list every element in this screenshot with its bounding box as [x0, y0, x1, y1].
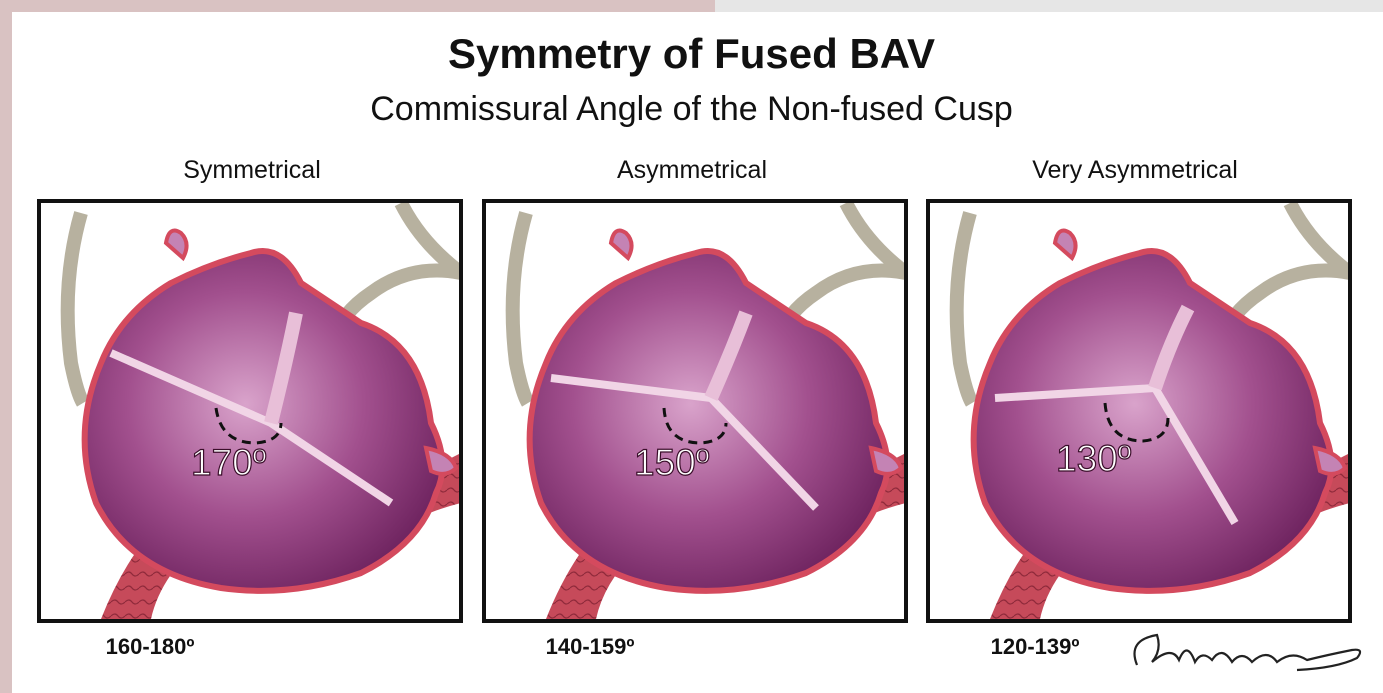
artist-signature — [1127, 620, 1367, 680]
range-asymmetrical: 140-159º — [440, 634, 740, 660]
valve-illustration-symmetrical: 170º — [41, 203, 459, 619]
panel-label-very-asymmetrical: Very Asymmetrical — [920, 156, 1350, 185]
angle-label: 150º — [634, 442, 710, 483]
valve-illustration-very-asymmetrical: 130º — [930, 203, 1348, 619]
angle-label: 130º — [1056, 438, 1132, 479]
top-border-right — [715, 0, 1383, 12]
panel-symmetrical: 170º — [37, 199, 463, 623]
valve-illustration-asymmetrical: 150º — [486, 203, 904, 619]
figure-title: Symmetry of Fused BAV — [0, 30, 1383, 78]
range-symmetrical: 160-180º — [0, 634, 300, 660]
angle-label: 170º — [191, 442, 267, 483]
panel-label-symmetrical: Symmetrical — [37, 156, 467, 185]
panel-label-asymmetrical: Asymmetrical — [477, 156, 907, 185]
panel-asymmetrical: 150º — [482, 199, 908, 623]
panel-very-asymmetrical: 130º — [926, 199, 1352, 623]
top-border-left — [0, 0, 715, 12]
figure-subtitle: Commissural Angle of the Non-fused Cusp — [0, 90, 1383, 129]
